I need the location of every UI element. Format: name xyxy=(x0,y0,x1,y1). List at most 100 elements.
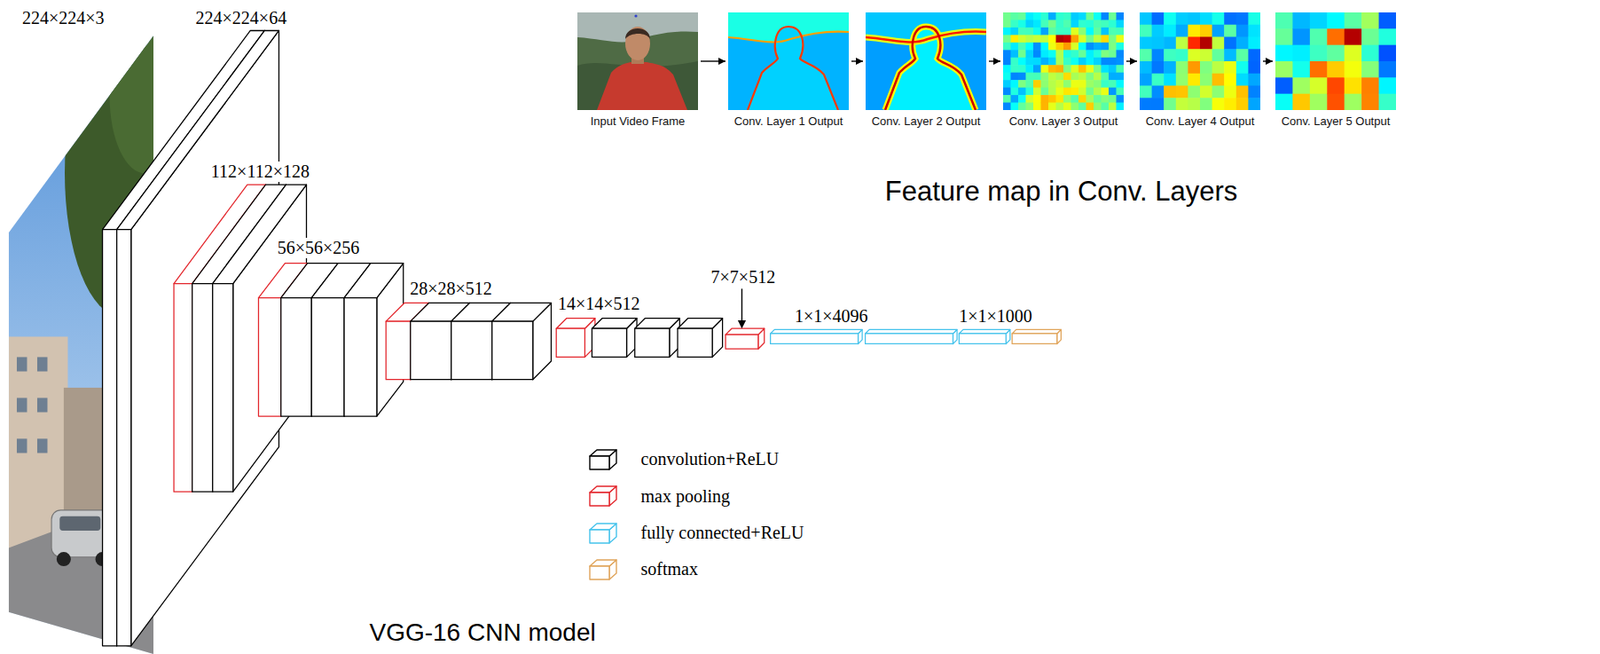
heatmap-cell xyxy=(1108,42,1117,51)
dimension-label: 1×1×4096 xyxy=(792,305,871,327)
heatmap-cell xyxy=(1212,12,1225,25)
heatmap-cell xyxy=(1101,94,1110,103)
block-front xyxy=(117,229,132,646)
map-edge xyxy=(728,31,849,42)
block-front xyxy=(451,321,493,380)
heatmap-cell xyxy=(1101,79,1110,88)
heatmap-cell xyxy=(1176,37,1189,50)
heatmap-cell xyxy=(1078,49,1087,58)
heatmap-cell xyxy=(1212,61,1225,74)
layer-block xyxy=(556,318,596,358)
heatmap-cell xyxy=(1101,57,1110,66)
heatmap-cell xyxy=(1018,49,1027,58)
heatmap-cell xyxy=(1163,97,1177,110)
heatmap-cell xyxy=(1041,49,1050,58)
block-top xyxy=(958,329,1010,334)
feature-map-tile: Conv. Layer 3 Output xyxy=(1003,12,1124,129)
frame-hill xyxy=(577,61,699,110)
map-ground xyxy=(865,12,987,110)
heatmap-cell xyxy=(1223,97,1237,110)
heatmap-cell xyxy=(1292,28,1310,46)
legend-swatch xyxy=(587,520,620,546)
arrow-head xyxy=(1129,57,1138,65)
layer-block xyxy=(677,318,723,358)
heatmap-cell xyxy=(1003,12,1012,21)
heatmap-cell xyxy=(1018,64,1027,73)
block-top xyxy=(770,329,863,334)
heatmap-cell xyxy=(1086,57,1095,66)
block-front xyxy=(725,334,759,349)
heatmap-cell xyxy=(1056,102,1065,110)
frame-hair xyxy=(625,28,651,40)
heatmap-cell xyxy=(1086,34,1095,43)
heatmap-cell xyxy=(1236,61,1249,74)
heatmap-cell xyxy=(1003,57,1012,66)
heatmap-cell xyxy=(1326,12,1345,30)
block-top xyxy=(589,449,617,456)
block-front xyxy=(192,283,213,493)
flow-arrow xyxy=(700,57,726,65)
heatmap-cell xyxy=(1093,72,1102,81)
heatmap-cell xyxy=(1247,61,1261,74)
feature-map-tile: Conv. Layer 2 Output xyxy=(865,12,987,129)
legend-text: max pooling xyxy=(641,486,731,507)
heatmap-cell xyxy=(1093,57,1102,66)
block-front xyxy=(677,328,713,357)
block-front xyxy=(1011,333,1058,344)
block-front xyxy=(410,321,452,380)
block-front xyxy=(865,333,954,344)
heatmap-cell xyxy=(1292,45,1310,63)
heatmap-cell xyxy=(1187,24,1200,38)
heatmap-cell xyxy=(1379,12,1397,30)
feature-map-tile: Input Video Frame xyxy=(577,12,699,129)
block-front xyxy=(635,328,670,357)
heatmap-cell xyxy=(1163,24,1177,38)
feature-map-image xyxy=(1003,12,1124,110)
heatmap-cell xyxy=(1139,73,1153,87)
heatmap-cell xyxy=(1033,34,1042,43)
heatmap-cell xyxy=(1003,72,1012,81)
heatmap-cell xyxy=(1011,49,1020,58)
heatmap-cell xyxy=(1011,94,1020,103)
heatmap-cell xyxy=(1101,87,1110,96)
heatmap-cell xyxy=(1176,48,1189,62)
dimension-label: 112×112×128 xyxy=(209,161,312,182)
heatmap-cell xyxy=(1033,64,1042,73)
block-top xyxy=(1011,329,1061,334)
heatmap-cell xyxy=(1063,12,1072,21)
layer-blocks xyxy=(102,30,1062,645)
heatmap-cell xyxy=(1163,37,1177,50)
heatmap-cell xyxy=(1078,12,1087,21)
heatmap-cell xyxy=(1086,102,1095,110)
map-edge xyxy=(865,31,987,42)
heatmap-cell xyxy=(1163,48,1177,62)
heatmap-cell xyxy=(1078,87,1087,96)
heatmap-cell xyxy=(1048,19,1057,28)
dimension-label: 7×7×512 xyxy=(709,266,778,288)
heatmap-cell xyxy=(1048,34,1057,43)
heatmap-cell xyxy=(1108,49,1117,58)
heatmap-cell xyxy=(1018,57,1027,66)
heatmap-cell xyxy=(1344,94,1363,110)
pointer-line xyxy=(741,288,743,322)
heatmap-cell xyxy=(1116,42,1125,51)
heatmap-cell xyxy=(1176,86,1189,99)
heatmap-cell xyxy=(1041,42,1050,51)
layer-block xyxy=(589,449,617,470)
heatmap-cell xyxy=(1108,12,1117,21)
heatmap-cell xyxy=(1101,19,1110,28)
heatmap-cell xyxy=(1292,12,1310,30)
heatmap-cell xyxy=(1071,72,1080,81)
heatmap-cell xyxy=(1041,64,1050,73)
heatmap-cell xyxy=(1200,24,1213,38)
block-front xyxy=(589,529,610,543)
map-edge xyxy=(865,31,987,42)
heatmap-cell xyxy=(1361,45,1380,63)
heatmap-cell xyxy=(1026,19,1035,28)
block-front xyxy=(311,298,345,416)
heatmap-cell xyxy=(1212,48,1225,62)
heatmap-cell xyxy=(1086,49,1095,58)
heatmap-cell xyxy=(1139,24,1153,38)
frame-shirt xyxy=(596,62,688,110)
heatmap-cell xyxy=(1018,27,1027,36)
